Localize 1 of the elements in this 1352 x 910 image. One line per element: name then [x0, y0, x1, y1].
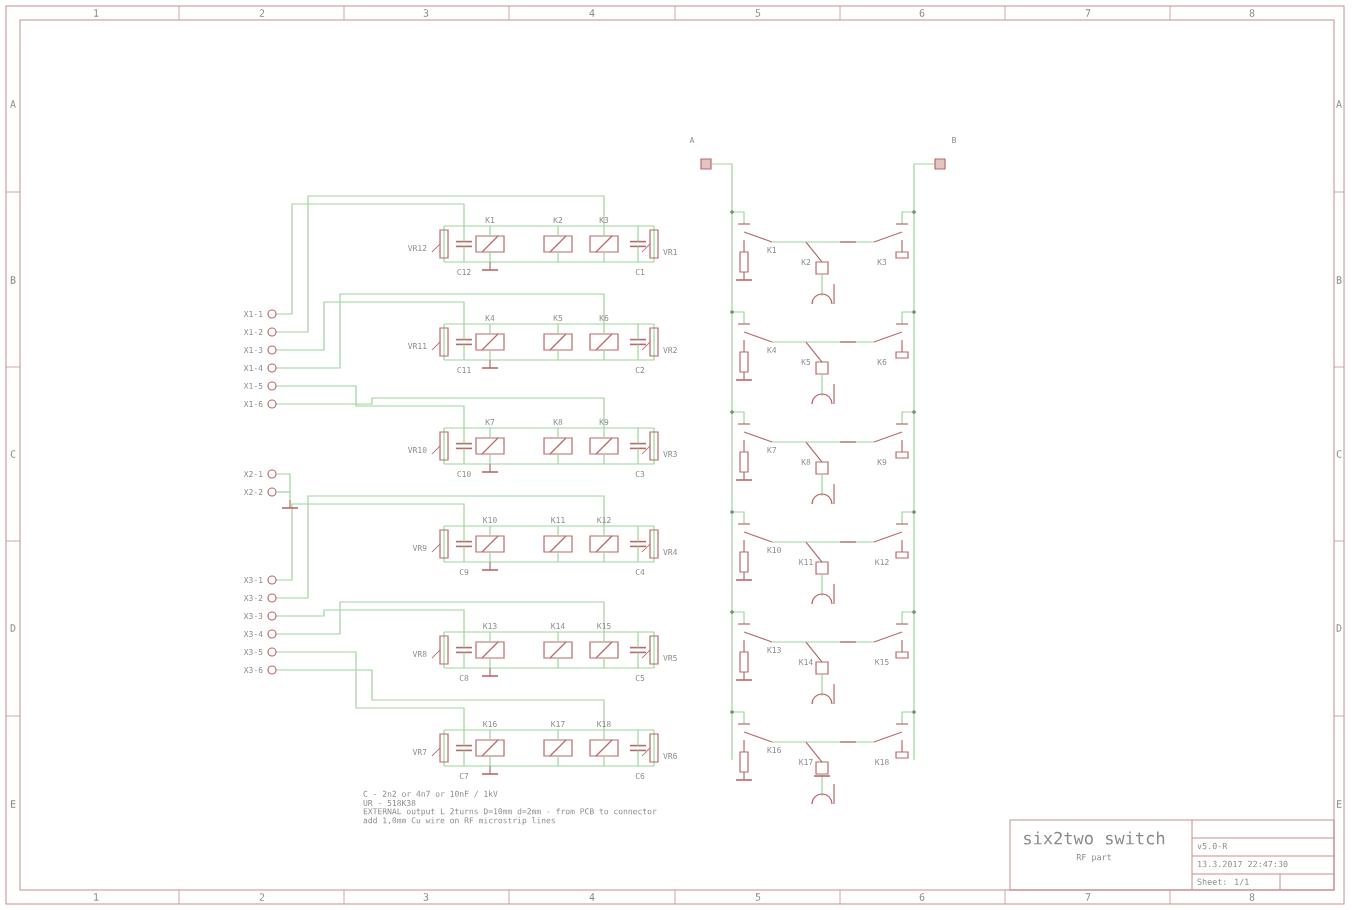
title-text: six2two switch: [1024, 831, 1165, 845]
